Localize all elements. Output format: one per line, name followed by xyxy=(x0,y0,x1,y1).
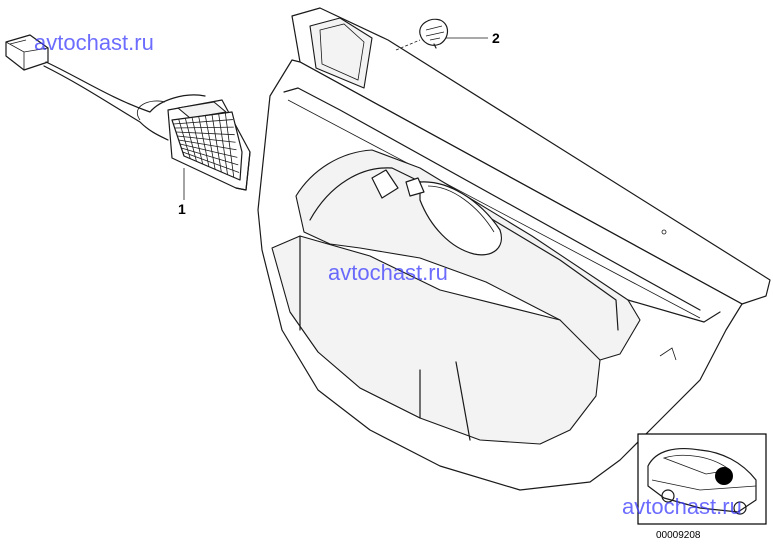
location-marker-icon xyxy=(715,467,733,485)
wiring-harness xyxy=(43,61,206,141)
watermark: avtochast.ru xyxy=(328,260,448,285)
connector-plug xyxy=(5,34,49,71)
watermark: avtochast.ru xyxy=(34,30,154,55)
vehicle-location-inset xyxy=(637,433,767,525)
speaker-grille[interactable] xyxy=(167,99,251,191)
leader-line-clip xyxy=(395,39,421,51)
door-trim-panel xyxy=(257,7,771,491)
part-number-2: 2 xyxy=(492,30,500,46)
clip[interactable] xyxy=(419,18,449,49)
part-number-1: 1 xyxy=(178,201,186,217)
watermark: avtochast.ru xyxy=(622,494,742,519)
car-outline-icon xyxy=(647,447,757,513)
drawing-code: 00009208 xyxy=(656,530,701,541)
